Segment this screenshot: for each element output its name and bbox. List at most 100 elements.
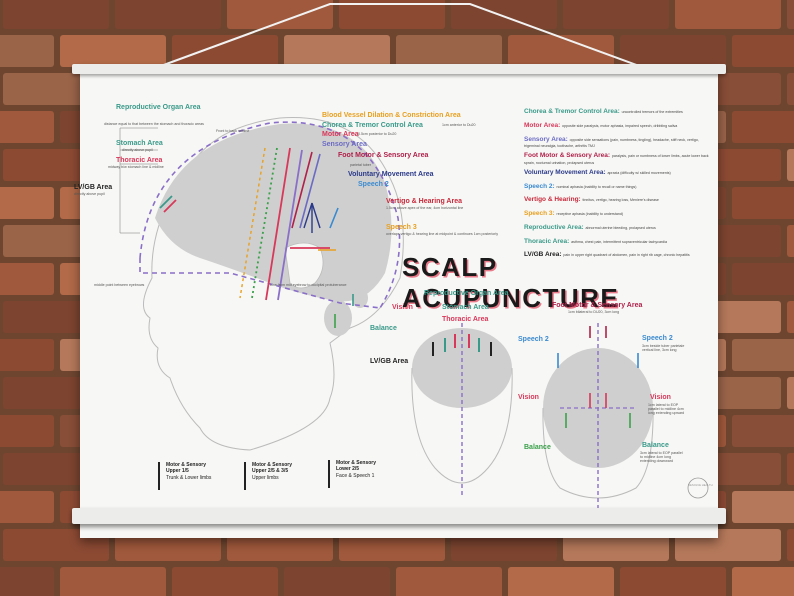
- indication-item: Voluntary Movement Area: apraxia (diffic…: [524, 169, 712, 178]
- poster: Reproductive Organ Area distance equal t…: [74, 68, 718, 538]
- brick: [787, 377, 794, 409]
- brick: [732, 187, 794, 219]
- label-sensory: Sensory Area: [322, 141, 367, 148]
- brick: [0, 111, 54, 143]
- legend-bar-1: [158, 462, 160, 490]
- brick: [0, 35, 54, 67]
- front-mark-4: [468, 334, 470, 348]
- brick: [787, 225, 794, 257]
- brick: [732, 263, 794, 295]
- brick: [563, 0, 669, 29]
- legend-item-2: Motor & Sensory Upper 2/5 & 3/5 Upper li…: [252, 462, 292, 481]
- legend-1-part: Upper 1/5: [166, 468, 189, 475]
- brick: [787, 301, 794, 333]
- brick: [787, 453, 794, 485]
- back-vision-left: Vision: [518, 394, 539, 401]
- brick: [620, 567, 726, 596]
- brick: [732, 491, 794, 523]
- label-parietal: parietal tuber: [350, 163, 371, 167]
- brick: [732, 35, 794, 67]
- label-stomach: Stomach Area: [116, 140, 163, 147]
- indication-name: Vertigo & Hearing:: [524, 196, 583, 204]
- indication-name: Motor Area:: [524, 121, 563, 129]
- indication-name: Thoracic Area:: [524, 237, 572, 245]
- brick: [0, 491, 54, 523]
- brick: [172, 35, 278, 67]
- indication-item: Thoracic Area: asthma, chest pain, inter…: [524, 238, 712, 247]
- back-balance-sub: 3cm lateral to EOP parallel to midline 4…: [640, 451, 683, 463]
- legend-item-1: Motor & Sensory Upper 1/5 Trunk & Lower …: [166, 462, 211, 481]
- indication-item: Speech 2: nominal aphasia (inability to …: [524, 183, 712, 192]
- brick: [732, 339, 794, 371]
- indication-item: Speech 3: receptive aphasia (inability t…: [524, 210, 712, 219]
- legend-1-desc: Trunk & Lower limbs: [166, 474, 212, 481]
- label-vertigo: Vertigo & Hearing Area: [386, 198, 462, 205]
- indication-item: Motor Area: opposite side paralysis, mot…: [524, 122, 712, 131]
- label-speech3: Speech 3: [386, 224, 417, 231]
- legend-2-title: Motor & Sensory: [252, 462, 293, 468]
- indication-name: Voluntary Movement Area:: [524, 168, 608, 176]
- indication-item: Reproductive Area: abnormal uterine blee…: [524, 224, 712, 233]
- back-balance-left: Balance: [524, 444, 551, 451]
- indication-desc: abnormal uterine bleeding, prolapsed ute…: [585, 225, 656, 230]
- brick: [60, 35, 166, 67]
- sub-reproductive: distance equal to that between the stoma…: [104, 122, 204, 126]
- indication-desc: pain in upper right quadrant of abdomen,…: [563, 253, 690, 258]
- brick: [787, 73, 794, 105]
- brick: [0, 187, 54, 219]
- hanging-string: [149, 3, 651, 71]
- brick: [227, 0, 333, 29]
- back-foot-motor: Foot Motor & Sensory Area: [552, 302, 643, 309]
- legend-bar-3: [328, 460, 330, 488]
- label-midpoint: middle point between eyebrows: [94, 283, 145, 287]
- brick: [396, 567, 502, 596]
- label-lvgb: LV/GB Area: [74, 184, 113, 191]
- front-mark-3: [454, 334, 456, 348]
- indication-desc: receptive aphasia (inability to understa…: [556, 212, 624, 217]
- indication-desc: opposite side paralysis, motor aphasia, …: [562, 123, 678, 128]
- label-thoracic: Thoracic Area: [116, 157, 163, 164]
- front-mark-6: [490, 342, 492, 356]
- back-vision-right: Vision: [650, 394, 671, 401]
- sub-stomach: directly above pupil: [122, 148, 153, 152]
- indication-desc: tinnitus, vertigo, hearing loss, Meniere…: [582, 198, 659, 203]
- front-mark-1: [432, 342, 434, 356]
- legend-bar-2: [244, 462, 246, 490]
- indication-desc: asthma, chest pain, intermittent suprave…: [571, 239, 667, 244]
- brick: [732, 567, 794, 596]
- brick: [60, 567, 166, 596]
- label-foot-motor: Foot Motor & Sensory Area: [338, 152, 429, 159]
- indication-desc: opposite side sensations (pain, numbness…: [524, 137, 699, 149]
- indication-item: Foot Motor & Sensory Area: paralysis, pa…: [524, 152, 712, 166]
- label-eyebrow-line: Line from mid eyebrow to occipital protu…: [270, 283, 347, 287]
- front-reproductive: Reproductive Organ Area: [424, 290, 509, 297]
- back-speech2-sub: 3cm beside tuber parietale vertical line…: [642, 344, 685, 352]
- legend-3-part: Lower 2/5: [336, 466, 360, 473]
- indication-item: Vertigo & Hearing: tinnitus, vertigo, he…: [524, 196, 712, 205]
- brick: [0, 567, 54, 596]
- label-blood-vessel: Blood Vessel Dilation & Constriction Are…: [322, 112, 461, 119]
- brick: [675, 0, 781, 29]
- indication-name: Chorea & Tremor Control Area:: [524, 108, 622, 115]
- front-stomach: Stomach Area: [442, 304, 489, 311]
- indication-desc: paralysis, pain or numbness of lower lim…: [524, 154, 709, 165]
- label-chorea: Chorea & Tremor Control Area: [322, 122, 423, 129]
- sub-vertigo: 1.5cm above apex of the ear, 4cm horizon…: [386, 206, 464, 210]
- top-hanger-rail: [72, 64, 726, 74]
- front-mark-5: [478, 338, 480, 352]
- label-voluntary: Voluntary Movement Area: [348, 171, 434, 178]
- front-mark-2: [444, 338, 446, 352]
- label-front-midline: Front to back midline: [216, 129, 250, 133]
- indication-name: Speech 2:: [524, 182, 557, 190]
- sub-lvgb: directly above pupil: [74, 192, 105, 196]
- indication-item: Chorea & Tremor Control Area: uncontroll…: [524, 108, 712, 117]
- head-illustration: [119, 117, 709, 508]
- legend-2-part: Upper 2/5 & 3/5: [252, 468, 289, 475]
- brick: [172, 567, 278, 596]
- indication-name: Reproductive Area:: [524, 223, 586, 231]
- back-balance-right: Balance: [642, 442, 669, 449]
- brick: [115, 0, 221, 29]
- brick: [339, 0, 445, 29]
- sub-thoracic: midway b/w stomach line & midline: [108, 165, 164, 169]
- front-lvgb: LV/GB Area: [370, 358, 409, 365]
